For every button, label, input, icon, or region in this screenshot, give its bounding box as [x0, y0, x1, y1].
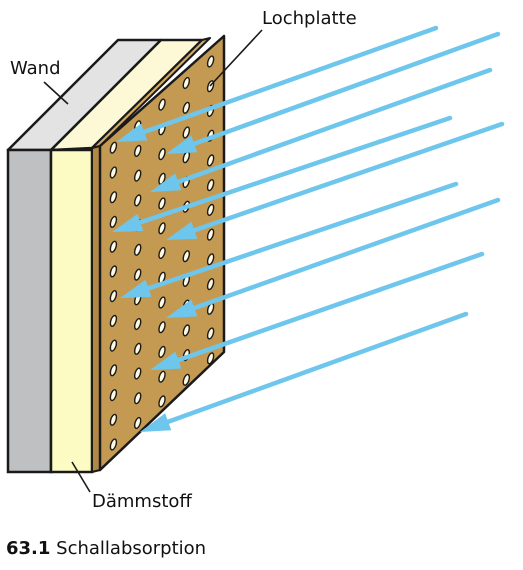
sound-wave-arrow-shaft — [175, 67, 493, 185]
sound-wave-arrow-shaft — [142, 25, 439, 135]
panel-hole — [133, 194, 142, 207]
panel-hole — [109, 389, 118, 402]
panel-hole — [158, 197, 166, 210]
panel-hole — [133, 392, 142, 405]
sound-wave-arrow — [166, 197, 501, 318]
sound-wave-arrow-head — [166, 135, 198, 154]
sound-wave-arrows — [112, 25, 505, 432]
sound-wave-arrow-head — [166, 221, 198, 240]
panel-hole — [206, 352, 215, 365]
panel-hole — [133, 367, 142, 380]
wall-label: Wand — [10, 58, 61, 79]
sound-wave-arrow-head — [140, 413, 172, 432]
panel-hole — [206, 253, 215, 266]
sound-wave-arrow-head — [120, 279, 152, 298]
sound-wave-arrow — [150, 251, 485, 370]
panel-hole — [206, 228, 215, 241]
sound-wave-arrow-head — [116, 123, 148, 142]
sound-wave-arrow — [112, 115, 453, 232]
sound-wave-arrow — [116, 25, 439, 142]
panel-hole — [206, 203, 215, 216]
sound-wave-arrow-head — [166, 299, 198, 318]
panel-hole — [133, 169, 142, 182]
panel-hole — [206, 55, 215, 68]
sound-wave-arrow-shaft — [165, 311, 469, 425]
panel-hole — [133, 416, 142, 430]
wall-leader-line — [43, 81, 69, 105]
figure-caption: 63.1 Schallabsorption — [6, 538, 206, 559]
sound-wave-arrow-head — [150, 351, 182, 370]
panel-hole — [158, 148, 166, 161]
sound-wave-arrow-shaft — [138, 115, 453, 225]
panel-hole — [109, 290, 118, 303]
sound-wave-arrow — [150, 67, 493, 192]
panel-hole — [133, 317, 142, 331]
panel-hole — [158, 246, 166, 260]
sound-wave-arrow-shaft — [192, 121, 505, 233]
sound-wave-arrow-shaft — [192, 197, 501, 311]
panel-hole — [206, 154, 215, 167]
sound-wave-arrow — [120, 181, 459, 298]
panel-hole — [158, 222, 166, 235]
sound-wave-arrow-shaft — [146, 181, 459, 291]
sound-wave-arrow-head — [150, 173, 182, 192]
insulation-label: Dämmstoff — [92, 491, 192, 512]
panel-hole — [182, 126, 191, 139]
panel-hole — [182, 324, 191, 337]
panel-hole — [182, 101, 191, 114]
sound-wave-arrow-shaft — [191, 31, 501, 147]
panel-hole — [206, 278, 215, 291]
panel-hole — [182, 250, 191, 263]
panel-hole — [133, 243, 142, 256]
panel-hole — [158, 172, 166, 185]
panel-hole — [109, 191, 118, 204]
panel-hole — [133, 144, 142, 157]
insulation-leader-line — [71, 461, 91, 493]
figure-number: 63.1 — [6, 538, 51, 559]
panel-hole — [109, 240, 118, 253]
panel-hole — [109, 413, 118, 426]
wall-front-face — [6, 148, 53, 474]
sound-wave-arrow-shaft — [176, 251, 485, 363]
panel-leader-line — [209, 29, 263, 87]
panel-hole — [206, 179, 215, 192]
sound-wave-arrow — [166, 121, 505, 240]
panel-label: Lochplatte — [262, 8, 357, 29]
panel-hole — [109, 166, 118, 179]
sound-wave-arrow — [140, 311, 469, 432]
panel-hole — [133, 268, 142, 281]
panel-hole — [109, 438, 118, 451]
insulation-front-face — [49, 148, 94, 474]
wall-layer — [6, 38, 163, 474]
panel-hole — [109, 314, 118, 327]
panel-hole — [109, 141, 118, 154]
panel-hole — [158, 395, 166, 408]
panel-hole — [182, 373, 191, 386]
panel-hole — [109, 364, 118, 377]
panel-hole — [109, 339, 118, 352]
sound-wave-arrow — [166, 31, 501, 154]
panel-hole — [158, 296, 166, 309]
panel-hole — [158, 321, 166, 334]
panel-hole — [206, 327, 215, 340]
sound-wave-arrow-head — [112, 213, 144, 232]
figure-title: Schallabsorption — [56, 538, 207, 559]
panel-hole — [109, 215, 118, 228]
panel-hole — [182, 76, 191, 90]
panel-hole — [158, 98, 166, 111]
panel-hole — [133, 342, 142, 355]
panel-hole — [158, 370, 166, 383]
insulation-layer — [49, 38, 204, 474]
panel-hole — [158, 345, 166, 358]
panel-hole — [109, 265, 118, 278]
